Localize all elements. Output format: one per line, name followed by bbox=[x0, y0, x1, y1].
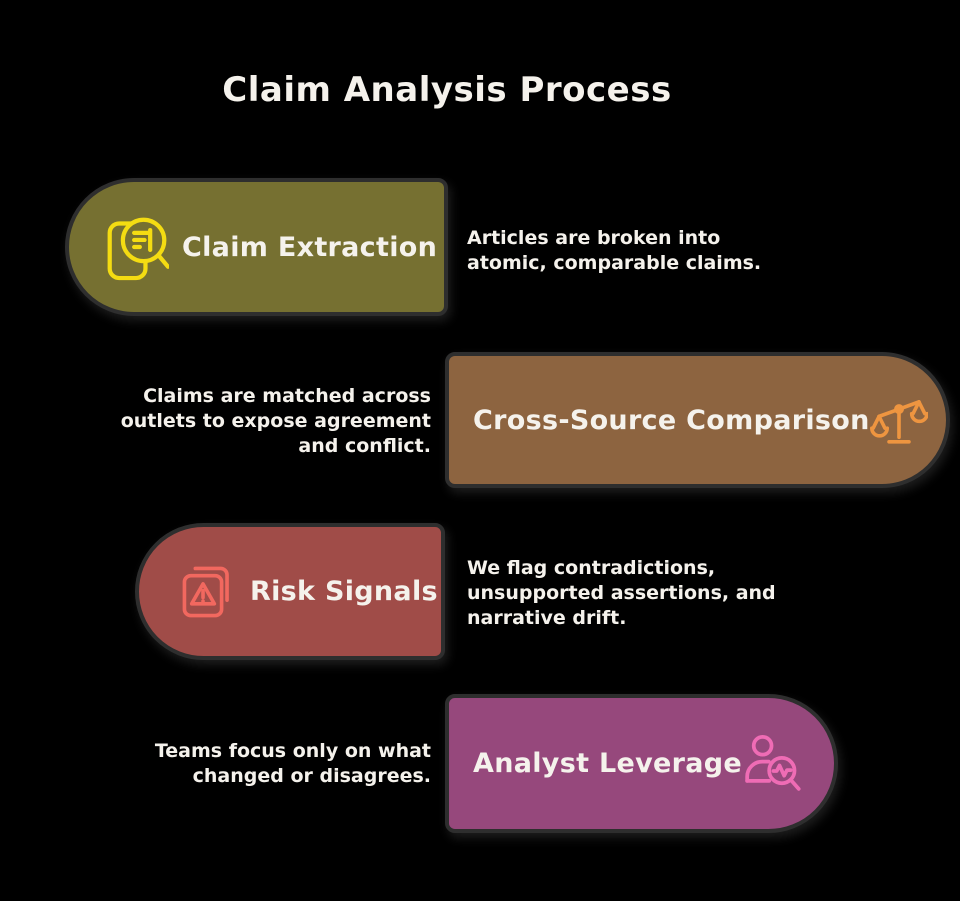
step-label: Risk Signals bbox=[250, 576, 438, 607]
page-title: Claim Analysis Process bbox=[222, 70, 672, 110]
step-description: Articles are broken into atomic, compara… bbox=[467, 227, 762, 274]
step-description: Claims are matched across outlets to exp… bbox=[120, 385, 431, 457]
balance-scale-icon bbox=[869, 391, 928, 449]
step-description: Teams focus only on what changed or disa… bbox=[154, 740, 431, 787]
step-label: Claim Extraction bbox=[182, 231, 438, 263]
step-description: We flag contradictions, unsupported asse… bbox=[467, 557, 776, 629]
step-card-cross-source-comparison: Cross-Source Comparison bbox=[445, 352, 950, 488]
warning-pages-icon bbox=[179, 561, 237, 623]
step-card-risk-signals: Risk Signals bbox=[135, 523, 445, 660]
step-label: Cross-Source Comparison bbox=[473, 404, 870, 436]
step-label: Analyst Leverage bbox=[473, 748, 742, 779]
person-magnifier-icon bbox=[742, 732, 802, 796]
document-search-icon bbox=[105, 211, 169, 283]
step-card-analyst-leverage: Analyst Leverage bbox=[445, 694, 838, 833]
step-card-claim-extraction: Claim Extraction bbox=[65, 178, 448, 316]
